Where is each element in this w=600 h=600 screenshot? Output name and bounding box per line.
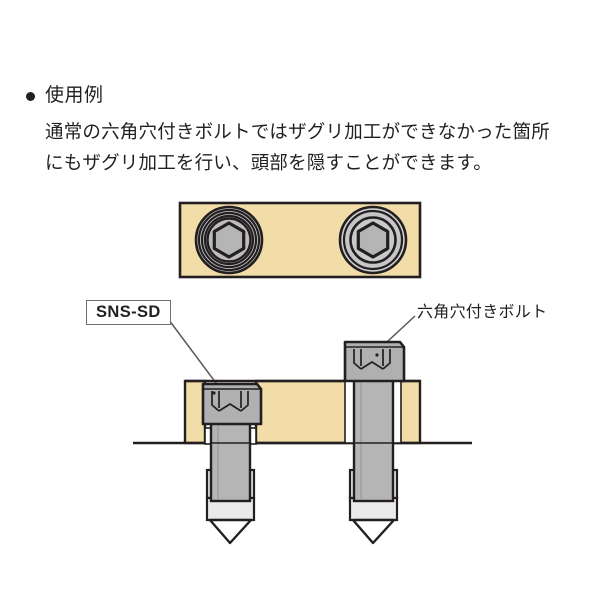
callout-label-hex-socket-bolt: 六角穴付きボルト xyxy=(417,304,548,321)
plan-hole-standard xyxy=(338,205,408,275)
hexagon-socket-icon xyxy=(356,221,390,259)
hexagon-socket-section-lines xyxy=(353,349,391,370)
description-line-2: にもザグリ加工を行い、頭部を隠すことができます。 xyxy=(45,152,492,173)
description-line-1: 通常の六角穴付きボルトではザグリ加工ができなかった箇所 xyxy=(45,121,550,142)
callout-label-sns-sd: SNS-SD xyxy=(86,300,171,325)
cross-section-group xyxy=(133,340,472,545)
bolt-tip-chamfer xyxy=(351,518,396,545)
sns-sd-bolt xyxy=(201,382,263,545)
plan-hole-sns-sd xyxy=(194,205,264,275)
filled-circle-bullet-icon xyxy=(26,92,35,101)
leader-line-left xyxy=(162,311,223,392)
standard-bolt-head xyxy=(343,340,406,383)
hexagon-socket-icon xyxy=(212,221,246,259)
plan-view-group xyxy=(178,201,422,279)
bolt-shank xyxy=(352,374,395,503)
plate-segment-right xyxy=(398,379,422,445)
heading-row: 使用例 xyxy=(26,84,566,108)
hexagon-socket-section-lines xyxy=(211,391,249,412)
bolt-head-body xyxy=(201,382,263,426)
recessed-bolt-head xyxy=(201,382,263,426)
usage-example-heading-block: 使用例 通常の六角穴付きボルトではザグリ加工ができなかった箇所 にもザグリ加工を… xyxy=(26,84,566,178)
hex-socket-head-cap-screw xyxy=(343,340,406,545)
leader-anchor-dot-left xyxy=(212,391,216,395)
leader-anchor-dot-right xyxy=(375,353,379,357)
page-title: 使用例 xyxy=(45,85,104,106)
description-text: 通常の六角穴付きボルトではザグリ加工ができなかった箇所 にもザグリ加工を行い、頭… xyxy=(45,116,565,178)
bolt-tip-chamfer xyxy=(208,518,253,545)
